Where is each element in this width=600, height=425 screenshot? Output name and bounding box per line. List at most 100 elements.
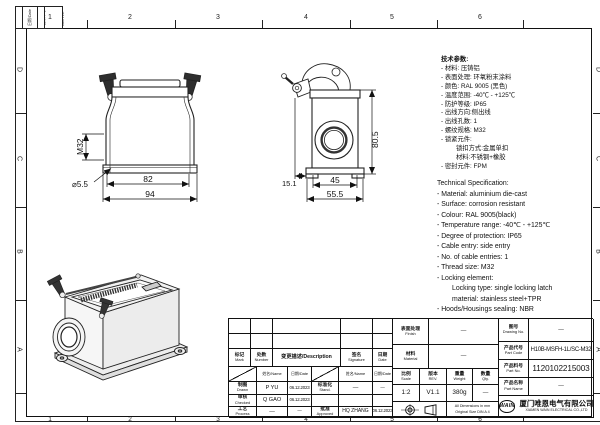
- dim-outer-width-label: 94: [145, 189, 155, 199]
- spec-line: - No. of cable entries: 1: [437, 253, 509, 261]
- dim-offset-label: 15.1: [282, 179, 297, 188]
- field-weight-value: 380g: [447, 385, 473, 402]
- role-standard-name: —: [339, 382, 373, 395]
- projection-first-angle-icon: [400, 403, 419, 416]
- spec-line: - Colour: RAL 9005(black): [437, 211, 517, 219]
- corner-cell: [38, 7, 45, 28]
- dim-inner-width-label: 82: [143, 174, 153, 184]
- dim-inner-width-label: 45: [330, 175, 340, 185]
- spec-line: - Locking element:: [437, 274, 494, 282]
- spec-en-title: Technical Specification:: [437, 180, 509, 187]
- spec-line: - 表面处理: 环氧粉末涂料: [441, 73, 512, 81]
- field-scale-value: 1:2: [393, 385, 420, 402]
- grid-col-label: 3: [216, 14, 220, 21]
- corner-revision-table: 日期/Date 更改单号 Rev.Doc.: [15, 6, 64, 29]
- subheader-name: 姓名/Name: [339, 367, 373, 382]
- role-process-date: —: [288, 406, 312, 418]
- grid-row-label: A: [595, 344, 600, 356]
- grid-col-label: 4: [304, 14, 308, 21]
- dim-thread-label: M32: [75, 138, 85, 155]
- grid-col-label: 2: [128, 416, 132, 423]
- role-drawn-date: 06.12.2023: [288, 382, 312, 395]
- spec-line: - 颜色: RAL 9005 (黑色): [441, 82, 508, 90]
- corner-cell: [16, 7, 23, 28]
- grid-col-label: 4: [304, 416, 308, 423]
- front-view-dimensions: [82, 133, 198, 202]
- spec-line: Locking type: single locking latch: [452, 285, 553, 292]
- corner-cell-date: 日期/Date: [23, 7, 38, 28]
- iso-view-drawing: [46, 273, 189, 381]
- grid-col-label: 1: [48, 14, 52, 21]
- spec-line: - Cable entry: side entry: [437, 243, 511, 250]
- grid-col-label: 6: [478, 14, 482, 21]
- iso-body: [46, 273, 189, 381]
- spec-line: 材料:不锈钢+橡胶: [456, 153, 506, 161]
- grid-col-label: 2: [128, 14, 132, 21]
- side-view-body: [281, 63, 365, 179]
- corner-date-label: 日期/Date: [27, 9, 32, 26]
- grid-col-label: 5: [390, 416, 394, 423]
- role-checked-date: 06.12.2023: [288, 395, 312, 407]
- subheader-name: 姓名/Name: [257, 367, 288, 382]
- outer-border-bottom: [15, 421, 600, 422]
- company-cell: WAIN 厦门唯恩电气有限公司 XIAMEN WAIN ELECTRICAL C…: [499, 395, 594, 418]
- spec-cn-title: 技术参数:: [441, 56, 469, 63]
- role-drawn-name: P YU: [257, 382, 288, 395]
- spec-line: - 螺纹规格: M32: [441, 127, 486, 135]
- spec-block-cn: 技术参数: - 材料: 压铸铝 - 表面处理: 环氧粉末涂料 - 颜色: RAL…: [441, 56, 596, 172]
- spec-line: - 密封元件: FPM: [441, 162, 487, 170]
- dim-hole-label: ⌀5.5: [72, 180, 88, 189]
- spec-line: - Temperature range: -40℃ - +125℃: [437, 222, 551, 229]
- spec-line: - Thread size: M32: [437, 264, 495, 271]
- subheader-date: 日期/Date: [373, 367, 393, 382]
- spec-line: - 锁紧元件:: [441, 136, 472, 144]
- outer-border-left: [15, 6, 16, 422]
- drawing-frame: [26, 28, 592, 417]
- wain-logo: WAIN: [499, 399, 516, 413]
- field-rev-value: V1.1: [420, 385, 447, 402]
- role-checked-name: Q GAO: [257, 395, 288, 407]
- spec-line: - Hoods/Housings sealing: NBR: [437, 306, 534, 313]
- dim-height-label: 80.5: [370, 131, 380, 148]
- grid-row-label: B: [15, 249, 23, 254]
- field-drawing-no-value: —: [529, 319, 594, 342]
- subheader-date: 日期/Date: [288, 367, 312, 382]
- front-view-body: [98, 72, 202, 174]
- spec-line: - Surface: corrosion resistant: [437, 201, 526, 208]
- corner-rev-label-en: Rev.Doc.: [62, 10, 64, 25]
- spec-line: - 出线方向:侧出线: [441, 109, 491, 117]
- spec-line: material: stainless steel+TPR: [452, 295, 542, 303]
- grid-col-label: 1: [48, 416, 52, 423]
- field-part-no-value: 1120102215003: [529, 360, 594, 378]
- front-view-drawing: M32 ⌀5.5 82 94: [72, 72, 202, 202]
- projection-cone-icon: [424, 403, 436, 416]
- spec-line: - 温度范围: -40℃ - +125℃: [441, 91, 516, 99]
- role-standard-date: —: [373, 382, 393, 395]
- dim-outer-width-label: 55.5: [327, 189, 344, 199]
- grid-row-label: C: [15, 155, 23, 162]
- company-name-en: XIAMEN WAIN ELECTRICAL CO.,LTD: [525, 408, 588, 413]
- spec-line: - Degree of protection: IP65: [437, 232, 522, 240]
- grid-col-label: 3: [216, 416, 220, 423]
- field-part-name-value: —: [529, 378, 594, 396]
- field-part-code-value: H10B-MSFH-1L/SC-M32: [529, 342, 594, 360]
